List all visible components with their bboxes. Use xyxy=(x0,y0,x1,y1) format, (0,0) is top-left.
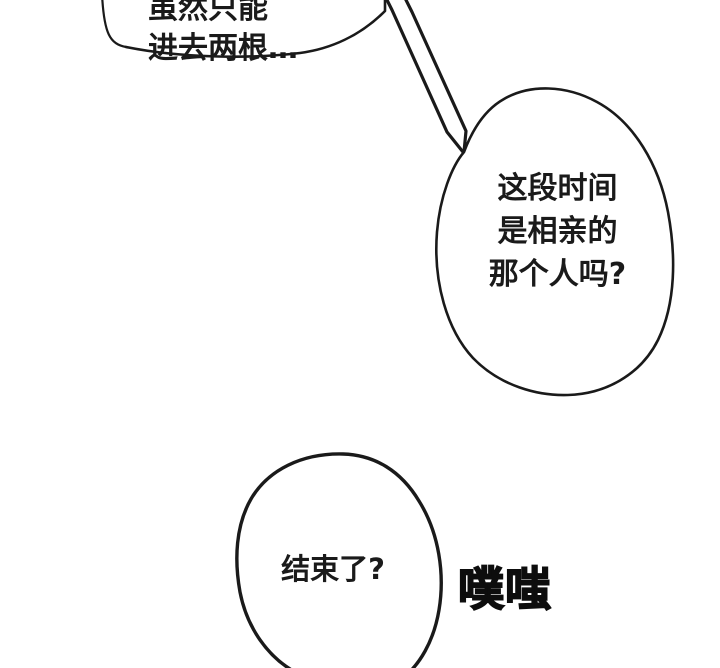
bottom-bubble-text: 结束了? xyxy=(281,552,385,586)
top-bubble-text: 虽然只能 进去两根… xyxy=(148,0,298,66)
bubble-tail-left-edge xyxy=(385,0,465,154)
bubble-tail-right-edge xyxy=(404,0,468,154)
laugh-sfx-text: 噗嗤 xyxy=(457,561,552,617)
middle-bubble-text: 这段时间 是相亲的 那个人吗? xyxy=(488,171,627,292)
top-bubble-outline-left xyxy=(101,0,128,49)
